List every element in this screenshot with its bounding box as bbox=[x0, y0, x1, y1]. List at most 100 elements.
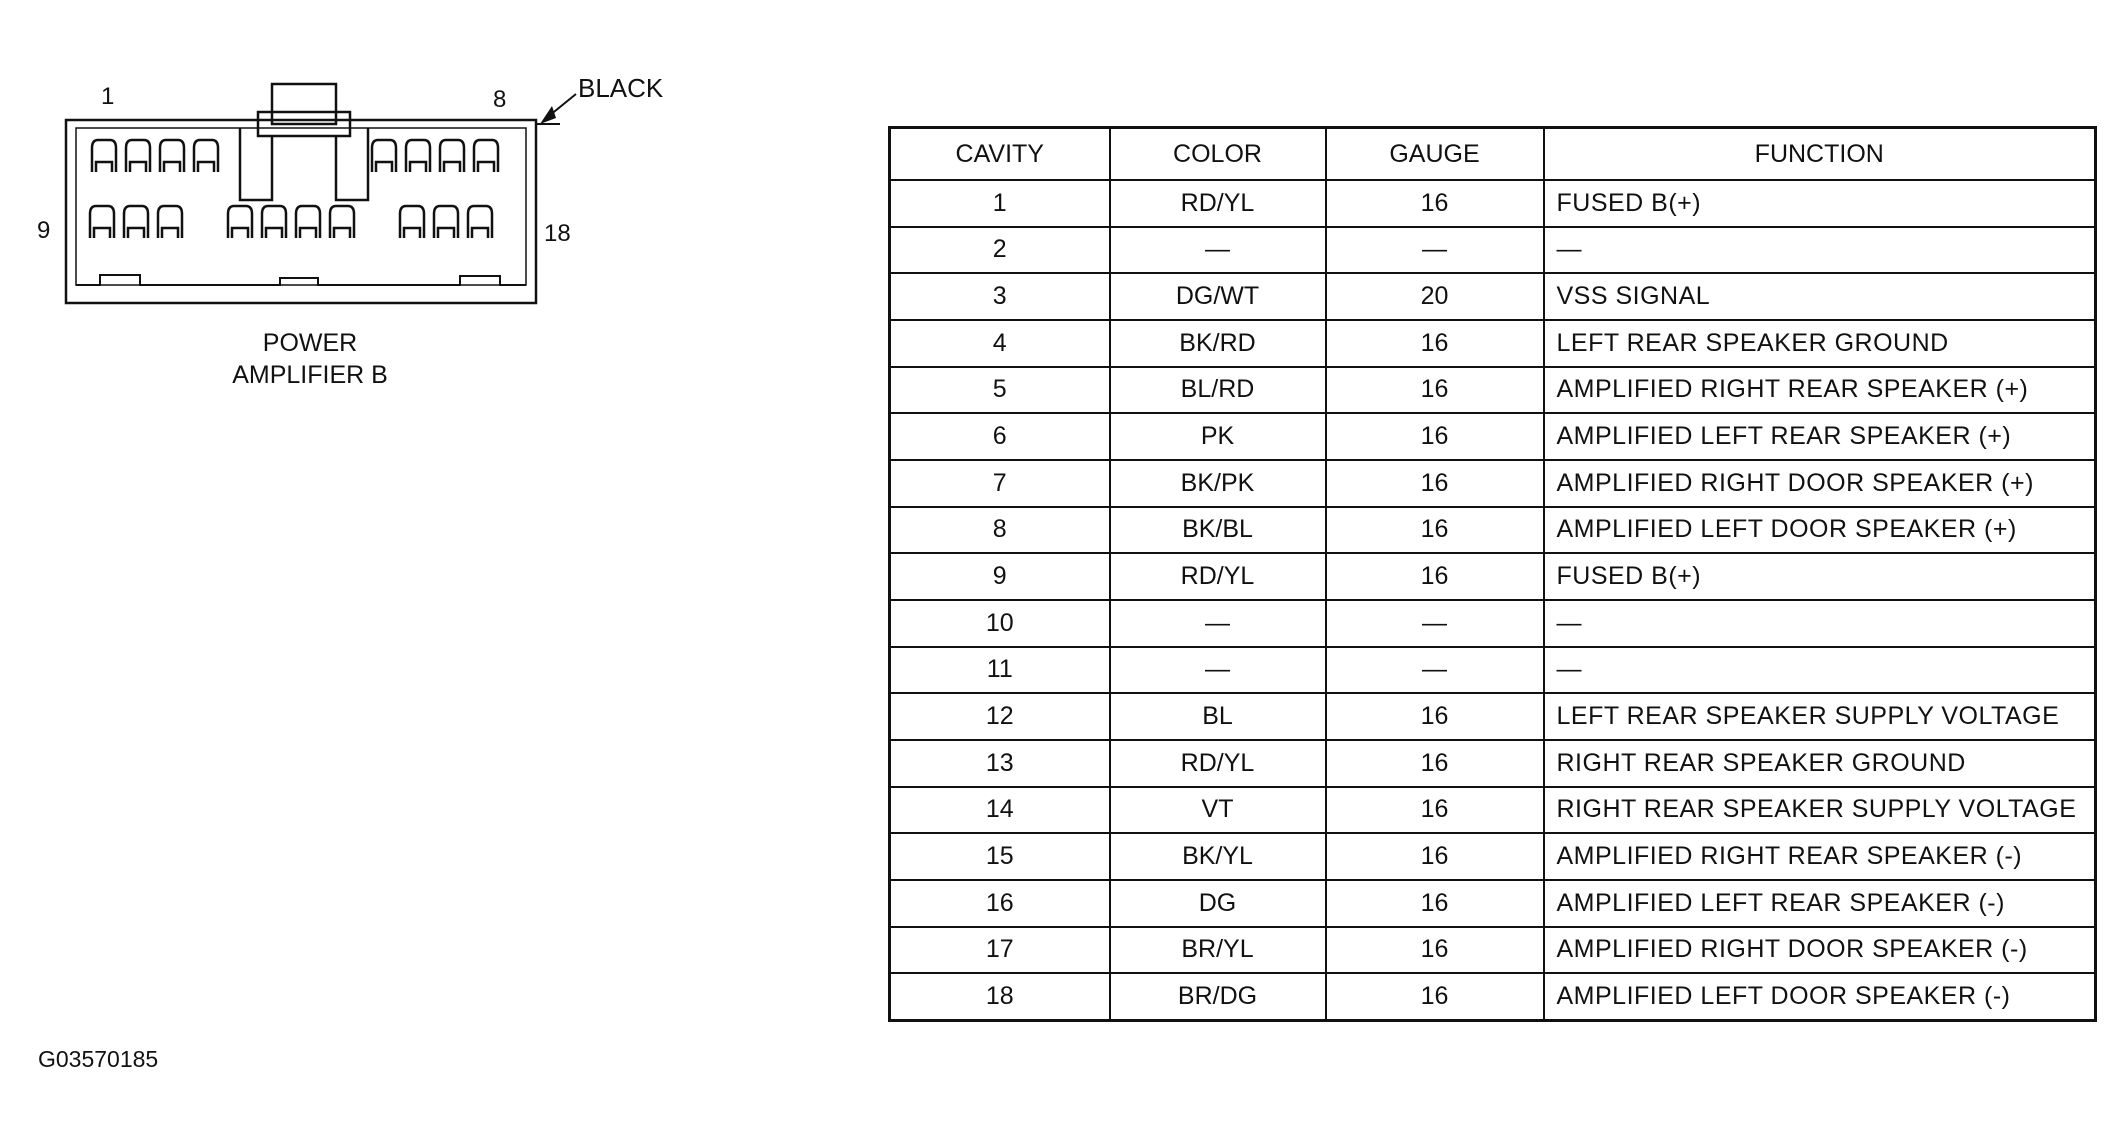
cell-gauge: — bbox=[1324, 225, 1545, 275]
caption-line-2: AMPLIFIER B bbox=[232, 361, 388, 389]
cell-color: DG/WT bbox=[1108, 272, 1327, 321]
cell-cavity: 13 bbox=[888, 738, 1111, 788]
cell-cavity: 4 bbox=[888, 318, 1111, 368]
cell-gauge: 16 bbox=[1324, 179, 1545, 228]
cell-function: RIGHT REAR SPEAKER GROUND bbox=[1542, 738, 2097, 788]
cell-function: — bbox=[1542, 645, 2097, 695]
cell-color: VT bbox=[1108, 785, 1327, 835]
cell-cavity: 1 bbox=[888, 179, 1111, 228]
cell-cavity: 10 bbox=[888, 598, 1111, 648]
cell-gauge: 16 bbox=[1324, 505, 1545, 555]
connector-color-label: BLACK bbox=[578, 73, 664, 103]
cell-function: FUSED B(+) bbox=[1542, 179, 2097, 228]
cell-function: VSS SIGNAL bbox=[1542, 272, 2097, 321]
terminal-cavity bbox=[404, 138, 432, 172]
terminal-cavity bbox=[226, 204, 254, 238]
cell-function: AMPLIFIED RIGHT REAR SPEAKER (-) bbox=[1542, 832, 2097, 881]
cell-cavity: 6 bbox=[888, 412, 1111, 461]
terminal-cavity bbox=[472, 138, 500, 172]
cell-cavity: 9 bbox=[888, 552, 1111, 601]
cell-gauge: — bbox=[1324, 645, 1545, 695]
cell-function: AMPLIFIED LEFT DOOR SPEAKER (+) bbox=[1542, 505, 2097, 555]
cell-gauge: 16 bbox=[1324, 318, 1545, 368]
table-row: 10——— bbox=[888, 598, 2097, 648]
cell-color: BK/YL bbox=[1108, 832, 1327, 881]
terminal-cavity bbox=[156, 204, 184, 238]
connector-outline bbox=[64, 82, 577, 305]
cell-gauge: 16 bbox=[1324, 552, 1545, 601]
terminal-cavity bbox=[192, 138, 220, 172]
cell-color: BL/RD bbox=[1108, 365, 1327, 415]
cell-gauge: 16 bbox=[1324, 878, 1545, 928]
terminal-cavity bbox=[122, 204, 150, 238]
cell-function: AMPLIFIED LEFT DOOR SPEAKER (-) bbox=[1542, 972, 2097, 1022]
cell-color: BR/YL bbox=[1108, 925, 1327, 975]
cell-function: FUSED B(+) bbox=[1542, 552, 2097, 601]
terminal-cavity bbox=[158, 138, 186, 172]
connector-housing bbox=[64, 118, 538, 305]
cell-gauge: — bbox=[1324, 598, 1545, 648]
cell-gauge: 16 bbox=[1324, 692, 1545, 741]
cell-gauge: 16 bbox=[1324, 785, 1545, 835]
cell-gauge: 16 bbox=[1324, 832, 1545, 881]
terminal-cavity bbox=[90, 138, 118, 172]
cell-gauge: 16 bbox=[1324, 972, 1545, 1022]
terminal-cavity bbox=[432, 204, 460, 238]
pin-label-8: 8 bbox=[493, 86, 507, 113]
terminal-cavity bbox=[398, 204, 426, 238]
cell-gauge: 16 bbox=[1324, 925, 1545, 975]
cell-color: BK/RD bbox=[1108, 318, 1327, 368]
cell-color: BR/DG bbox=[1108, 972, 1327, 1022]
terminal-cavity bbox=[466, 204, 494, 238]
header-function: FUNCTION bbox=[1542, 126, 2097, 181]
header-cavity: CAVITY bbox=[888, 126, 1111, 181]
cell-function: AMPLIFIED RIGHT DOOR SPEAKER (-) bbox=[1542, 925, 2097, 975]
terminal-cavity bbox=[88, 204, 116, 238]
cell-function: AMPLIFIED RIGHT DOOR SPEAKER (+) bbox=[1542, 458, 2097, 508]
cell-function: RIGHT REAR SPEAKER SUPPLY VOLTAGE bbox=[1542, 785, 2097, 835]
cell-cavity: 5 bbox=[888, 365, 1111, 415]
figure-id: G03570185 bbox=[38, 1046, 159, 1072]
cell-color: — bbox=[1108, 598, 1327, 648]
cell-gauge: 16 bbox=[1324, 458, 1545, 508]
cell-cavity: 18 bbox=[888, 972, 1111, 1022]
cell-cavity: 12 bbox=[888, 692, 1111, 741]
terminal-cavity bbox=[370, 138, 398, 172]
cell-cavity: 15 bbox=[888, 832, 1111, 881]
cell-cavity: 2 bbox=[888, 225, 1111, 275]
cell-color: PK bbox=[1108, 412, 1327, 461]
cell-function: AMPLIFIED LEFT REAR SPEAKER (+) bbox=[1542, 412, 2097, 461]
cell-color: RD/YL bbox=[1108, 179, 1327, 228]
header-gauge: GAUGE bbox=[1324, 126, 1545, 181]
cell-cavity: 8 bbox=[888, 505, 1111, 555]
connector-caption: POWER AMPLIFIER B bbox=[160, 327, 460, 391]
cell-cavity: 14 bbox=[888, 785, 1111, 835]
cell-color: — bbox=[1108, 225, 1327, 275]
cell-color: — bbox=[1108, 645, 1327, 695]
pin-label-1: 1 bbox=[101, 83, 115, 110]
pin-label-9: 9 bbox=[37, 217, 51, 244]
cell-function: — bbox=[1542, 225, 2097, 275]
cell-color: RD/YL bbox=[1108, 738, 1327, 788]
table-header-row: CAVITY COLOR GAUGE FUNCTION bbox=[888, 126, 2097, 181]
locking-tab bbox=[270, 82, 338, 126]
pin-label-18: 18 bbox=[544, 220, 571, 247]
cell-cavity: 7 bbox=[888, 458, 1111, 508]
cell-color: BK/PK bbox=[1108, 458, 1327, 508]
cell-cavity: 17 bbox=[888, 925, 1111, 975]
table-row: 11——— bbox=[888, 645, 2097, 695]
cell-gauge: 16 bbox=[1324, 365, 1545, 415]
